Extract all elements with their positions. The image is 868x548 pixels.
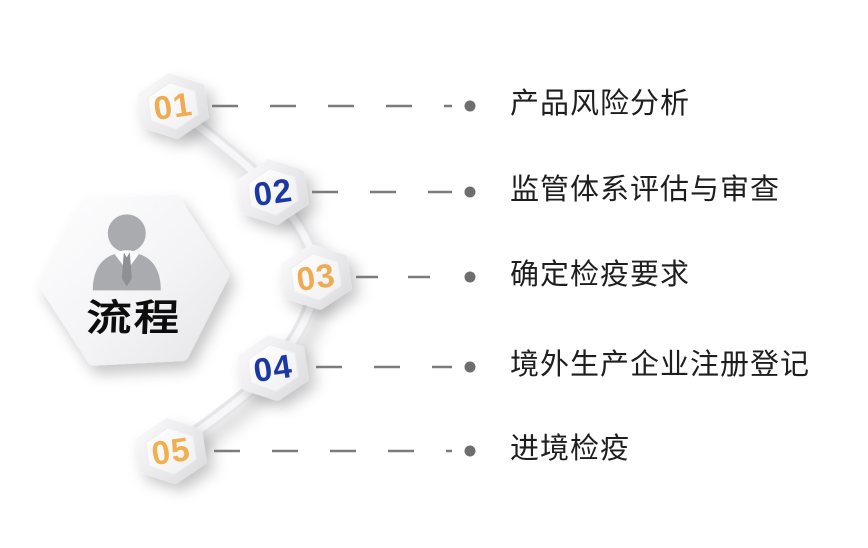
connector-dot-3 (464, 271, 476, 283)
connector-dot-1 (464, 100, 476, 112)
step-number-5: 05 (149, 429, 193, 473)
hub-title: 流程 (85, 297, 183, 339)
step-number-2: 02 (251, 170, 295, 214)
step-number-3: 03 (294, 255, 338, 299)
step-label-5: 进境检疫 (510, 433, 631, 466)
step-label-3: 确定检疫要求 (510, 259, 691, 292)
connector-dot-5 (464, 445, 476, 457)
step-hexagon-05 (135, 418, 207, 484)
person-icon (92, 214, 161, 291)
step-hexagon-03 (280, 244, 352, 310)
step-number-1: 01 (151, 84, 195, 128)
step-label-4: 境外生产企业注册登记 (510, 349, 811, 382)
connector-dot-4 (464, 361, 476, 373)
connector-dot-2 (464, 186, 476, 198)
step-number-4: 04 (251, 346, 295, 390)
step-hexagon-04 (237, 335, 309, 401)
step-hexagon-01 (137, 73, 209, 139)
step-label-1: 产品风险分析 (510, 88, 691, 121)
step-hexagon-02 (237, 159, 309, 225)
hub-hexagon (39, 194, 229, 366)
step-label-2: 监管体系评估与审查 (510, 174, 781, 207)
